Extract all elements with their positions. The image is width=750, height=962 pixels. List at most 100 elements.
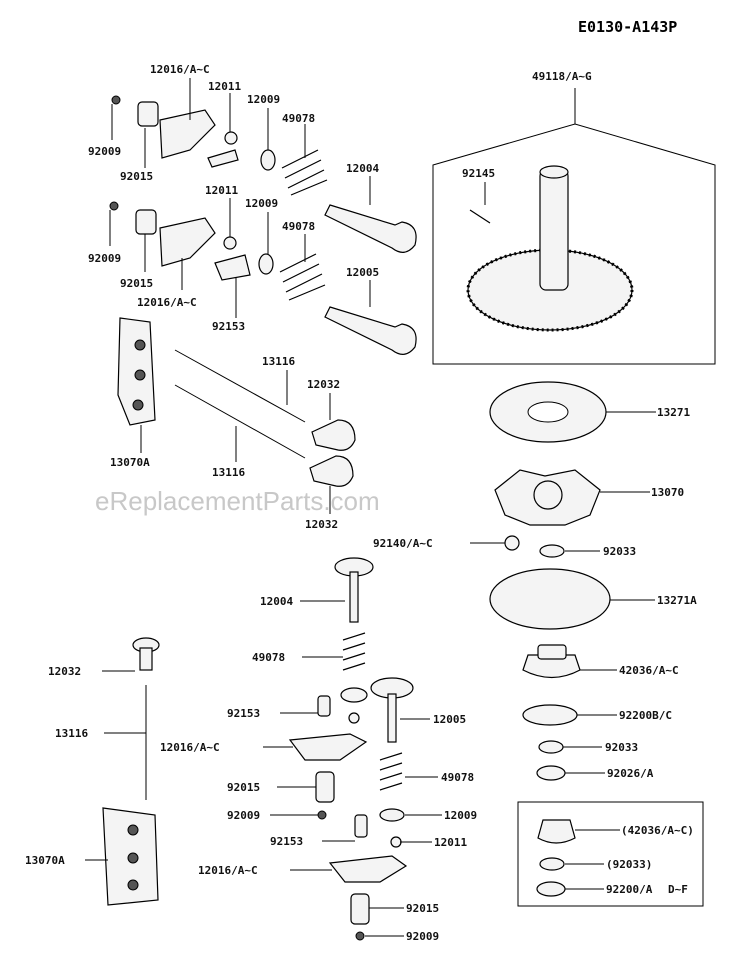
label-42036-box: (42036/A~C) [621, 824, 694, 837]
nut-shape-2 [109, 201, 119, 211]
hole [127, 824, 139, 836]
bushing-lower [315, 771, 335, 803]
rocker-lower [288, 733, 368, 761]
label-92009: 92009 [227, 809, 260, 822]
label-92015: 92015 [406, 902, 439, 915]
retainer-shape [260, 149, 276, 171]
label-12032: 12032 [48, 665, 81, 678]
cam-shaft-end [539, 165, 569, 179]
upper-valve-train [109, 95, 417, 487]
label-92140: 92140/A~C [373, 537, 433, 550]
hub [533, 480, 563, 510]
valve-shape-2 [324, 306, 417, 355]
label-12005: 12005 [346, 266, 379, 279]
label-92015: 92015 [227, 781, 260, 794]
label-92009: 92009 [88, 145, 121, 158]
valve-stem-2 [387, 693, 397, 743]
label-92033-box: (92033) [606, 858, 652, 871]
label-49078: 49078 [282, 112, 315, 125]
washer-92026 [536, 765, 566, 781]
label-12016: 12016/A~C [150, 63, 210, 76]
label-12009: 12009 [245, 197, 278, 210]
governor-stack [489, 381, 611, 781]
label-92153: 92153 [227, 707, 260, 720]
label-13116: 13116 [212, 466, 245, 479]
label-13070: 13070 [651, 486, 684, 499]
sleeve-box-shape [537, 819, 576, 844]
label-92033: 92033 [603, 545, 636, 558]
adjuster-lower-2 [354, 814, 368, 838]
washer-box-shape [536, 881, 566, 897]
tappet-shape-2 [309, 455, 354, 487]
label-92153: 92153 [212, 320, 245, 333]
label-92026: 92026/A [607, 767, 654, 780]
pivot-shape [224, 131, 238, 145]
label-13271: 13271 [657, 406, 690, 419]
variant-note: D~F [668, 883, 688, 896]
pivot-lower [348, 712, 360, 724]
ring-92033-b [538, 740, 564, 754]
label-12009: 12009 [247, 93, 280, 106]
rocker-bushing-shape-2 [135, 209, 157, 235]
label-49078: 49078 [282, 220, 315, 233]
label-12011: 12011 [434, 836, 467, 849]
label-92009: 92009 [406, 930, 439, 943]
label-92200-box: 92200/A [606, 883, 653, 896]
diagram-code: E0130-A143P [578, 18, 677, 36]
spring-lower-2 [379, 752, 403, 791]
spring-lower [342, 632, 366, 671]
label-92033: 92033 [605, 741, 638, 754]
tappet-lower-body [139, 647, 153, 671]
label-12032: 12032 [307, 378, 340, 391]
nut-lower-2 [355, 931, 365, 941]
hole [134, 369, 146, 381]
rocker-arm-shape-2 [159, 217, 216, 267]
spring-shape [281, 149, 328, 196]
washer-92200B [522, 704, 578, 726]
pivot-shape-2 [223, 236, 237, 250]
rocker-bushing-shape [137, 101, 159, 127]
label-42036: 42036/A~C [619, 664, 679, 677]
push-rod-2 [174, 384, 306, 459]
label-49078: 49078 [441, 771, 474, 784]
label-92015: 92015 [120, 277, 153, 290]
cam-shaft-shape [539, 169, 569, 291]
push-rod [174, 349, 306, 423]
label-13116: 13116 [262, 355, 295, 368]
ball-92140 [504, 535, 520, 551]
label-12011: 12011 [208, 80, 241, 93]
rocker-arm-shape [159, 109, 216, 159]
variant-box [517, 801, 704, 907]
hole [134, 339, 146, 351]
retainer-lower-2 [379, 808, 405, 822]
camshaft-box [432, 123, 716, 365]
washer-13271A [489, 568, 611, 630]
pin-shape [469, 209, 491, 224]
label-12004: 12004 [346, 162, 379, 175]
lower-valve-train [288, 557, 414, 941]
sleeve-42036 [522, 654, 581, 679]
pivot-lower-2 [390, 836, 402, 848]
nut-shape [111, 95, 121, 105]
label-12004: 12004 [260, 595, 293, 608]
label-92015: 92015 [120, 170, 153, 183]
sleeve-top [537, 644, 567, 660]
label-12016: 12016/A~C [137, 296, 197, 309]
part-labels: 12016/A~C 12011 12009 49078 92009 92015 … [25, 63, 697, 943]
label-13070A: 13070A [25, 854, 65, 867]
spring-shape-2 [279, 253, 326, 301]
label-12016: 12016/A~C [198, 864, 258, 877]
label-92200B: 92200B/C [619, 709, 672, 722]
bushing-lower-2 [350, 893, 370, 925]
label-49118: 49118/A~G [532, 70, 592, 83]
label-12005: 12005 [433, 713, 466, 726]
hole [132, 399, 144, 411]
camshaft-gear [466, 165, 634, 332]
ring-box-shape [539, 857, 565, 871]
adjuster-shape [207, 149, 239, 168]
retainer-lower [340, 687, 368, 703]
label-12011: 12011 [205, 184, 238, 197]
label-13070A: 13070A [110, 456, 150, 469]
adjuster-lower [317, 695, 331, 717]
